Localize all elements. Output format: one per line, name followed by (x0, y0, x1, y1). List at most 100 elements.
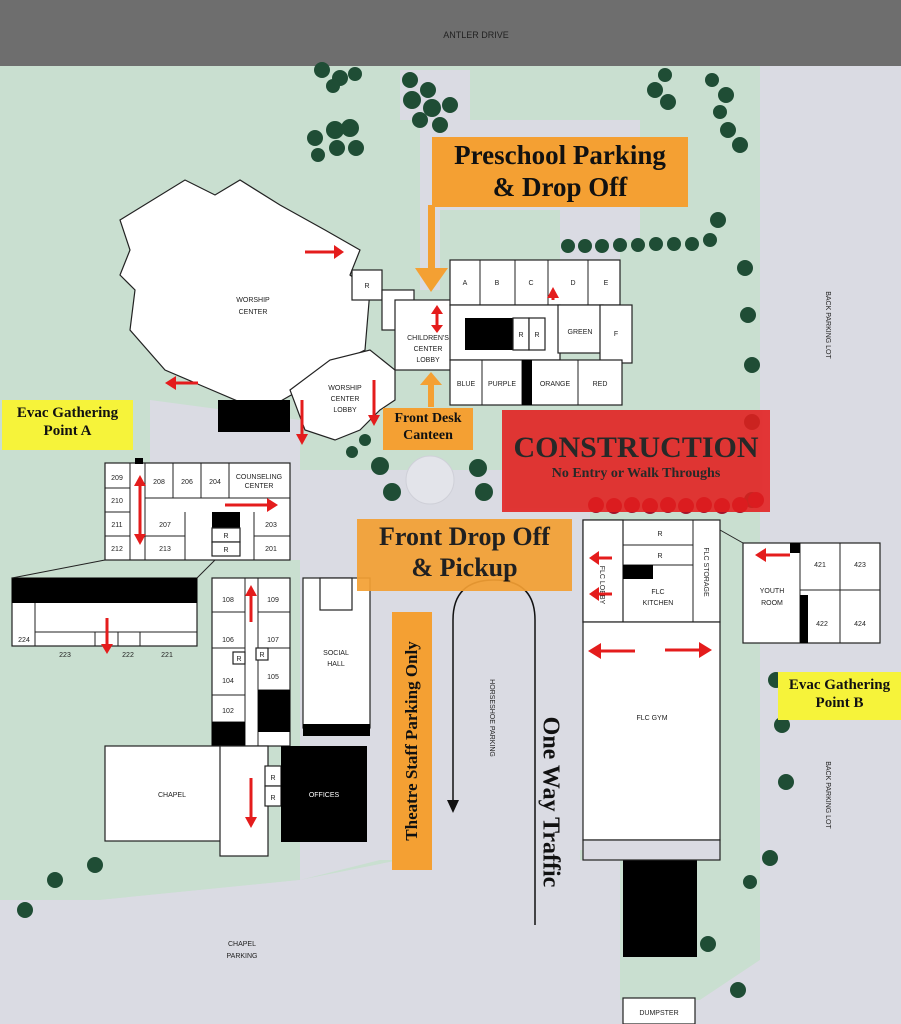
front-desk-line-2: Canteen (403, 427, 453, 443)
room-421-label: 421 (814, 562, 826, 569)
room-224-label: 224 (18, 637, 30, 644)
exit-arrows (101, 245, 790, 828)
chapel-parking-label-2: PARKING (227, 953, 258, 960)
roundabout (405, 455, 455, 505)
youth-room-label-2: ROOM (761, 600, 783, 607)
orange-room-label: ORANGE (540, 381, 571, 388)
childrens-lobby-label-3: LOBBY (416, 357, 440, 364)
room-109-label: 109 (267, 597, 279, 604)
restroom-label: R (534, 332, 539, 339)
flc-storage-label: FLC STORAGE (702, 547, 709, 597)
room-223-label: 223 (59, 652, 71, 659)
room-211-label: 211 (111, 522, 122, 529)
gym-walkway (582, 839, 721, 861)
room-a-label: A (463, 280, 468, 287)
front-dropoff-line-1: Front Drop Off (379, 522, 550, 551)
preschool-parking-banner: Preschool Parking & Drop Off (432, 137, 688, 207)
chapel-parking (0, 780, 901, 1024)
preschool-arrow-head (415, 268, 448, 292)
chapel-label: CHAPEL (158, 792, 186, 799)
front-desk-banner: Front Desk Canteen (383, 408, 473, 450)
restroom-label: R (657, 553, 662, 560)
restroom-label: R (270, 795, 275, 802)
room-207-label: 207 (159, 522, 171, 529)
room-108-label: 108 (222, 597, 234, 604)
room-e-label: E (604, 280, 609, 287)
front-dropoff-banner: Front Drop Off & Pickup (357, 519, 572, 591)
room-209-label: 209 (111, 475, 123, 482)
evac-point-b-banner: Evac Gathering Point B (778, 672, 901, 720)
worship-center-stage (218, 400, 290, 432)
chapel (104, 745, 241, 842)
worship-center-lobby (289, 349, 396, 441)
blue-room-label: BLUE (457, 381, 476, 388)
counseling-label-1: COUNSELING (236, 474, 282, 481)
restroom-label: R (223, 547, 228, 554)
room-221-label: 221 (161, 652, 173, 659)
restroom-label: R (657, 531, 662, 538)
preschool-banner-line-1: Preschool Parking (454, 140, 666, 170)
room-206-label: 206 (181, 479, 193, 486)
restroom-label: R (270, 775, 275, 782)
room-f-label: F (614, 331, 618, 338)
front-desk-line-1: Front Desk (394, 411, 462, 426)
antler-drive (0, 0, 901, 66)
evac-a-line-1: Evac Gathering (16, 405, 119, 421)
tree-cluster (17, 62, 794, 998)
classroom-wing-220 (11, 559, 216, 647)
room-424-label: 424 (854, 621, 866, 628)
room-104-label: 104 (222, 678, 234, 685)
chapel-hallway (219, 745, 269, 857)
social-hall-kitchen (303, 724, 370, 736)
evac-b-line-2: Point B (815, 695, 864, 711)
green-room-label: GREEN (568, 329, 593, 336)
counseling-label-2: CENTER (245, 483, 274, 490)
evac-a-line-2: Point A (43, 423, 92, 439)
room-c-label: C (528, 280, 533, 287)
room-203-label: 203 (265, 522, 277, 529)
room-d-label: D (570, 280, 575, 287)
room-422-label: 422 (816, 621, 828, 628)
restroom-label: R (223, 533, 228, 540)
classroom-wing-200 (104, 458, 291, 561)
offices-label: OFFICES (309, 792, 340, 799)
construction-title: CONSTRUCTION (513, 431, 759, 464)
worship-center-label-1: WORSHIP (236, 297, 270, 304)
back-parking-label-upper: BACK PARKING LOT (824, 291, 831, 359)
one-way-traffic-label: One Way Traffic (530, 690, 570, 920)
room-213-label: 213 (159, 546, 171, 553)
room-106-label: 106 (222, 637, 234, 644)
restroom-label: R (364, 283, 369, 290)
preschool-wing (449, 259, 633, 406)
childrens-lobby-label-1: CHILDREN'S (407, 335, 449, 342)
preschool-banner-line-2: & Drop Off (492, 172, 628, 203)
one-way-text: One Way Traffic (537, 716, 564, 888)
childrens-lobby-label-2: CENTER (414, 346, 443, 353)
room-201-label: 201 (265, 546, 277, 553)
theatre-staff-text: Theatre Staff Parking Only (401, 641, 421, 841)
flc-lobby-label: FLC LOBBY (598, 566, 605, 605)
construction-banner: CONSTRUCTION No Entry or Walk Throughs (502, 410, 770, 512)
preschool-arrow-shaft (428, 205, 435, 270)
classroom-wing-100 (211, 577, 291, 747)
flc-building (582, 519, 721, 841)
room-107-label: 107 (267, 637, 279, 644)
restroom (351, 269, 383, 301)
front-desk-arrow-head (420, 372, 442, 385)
front-dropoff-line-2: & Pickup (411, 553, 518, 583)
one-way-arrowhead (447, 800, 459, 813)
social-hall-stage (319, 577, 353, 611)
storage-building (623, 855, 697, 957)
room-105-label: 105 (267, 674, 279, 681)
flc-kitchen-label-2: KITCHEN (643, 600, 674, 607)
room-210-label: 210 (111, 498, 123, 505)
social-hall-label-1: SOCIAL (323, 650, 349, 657)
dumpster-label: DUMPSTER (639, 1010, 678, 1017)
room-208-label: 208 (153, 479, 165, 486)
purple-room-label: PURPLE (488, 381, 516, 388)
worship-lobby-label-3: LOBBY (333, 407, 357, 414)
red-room-label: RED (593, 381, 608, 388)
room-222-label: 222 (122, 652, 134, 659)
chapel-parking-label-1: CHAPEL (228, 941, 256, 948)
worship-center-label-2: CENTER (239, 309, 268, 316)
